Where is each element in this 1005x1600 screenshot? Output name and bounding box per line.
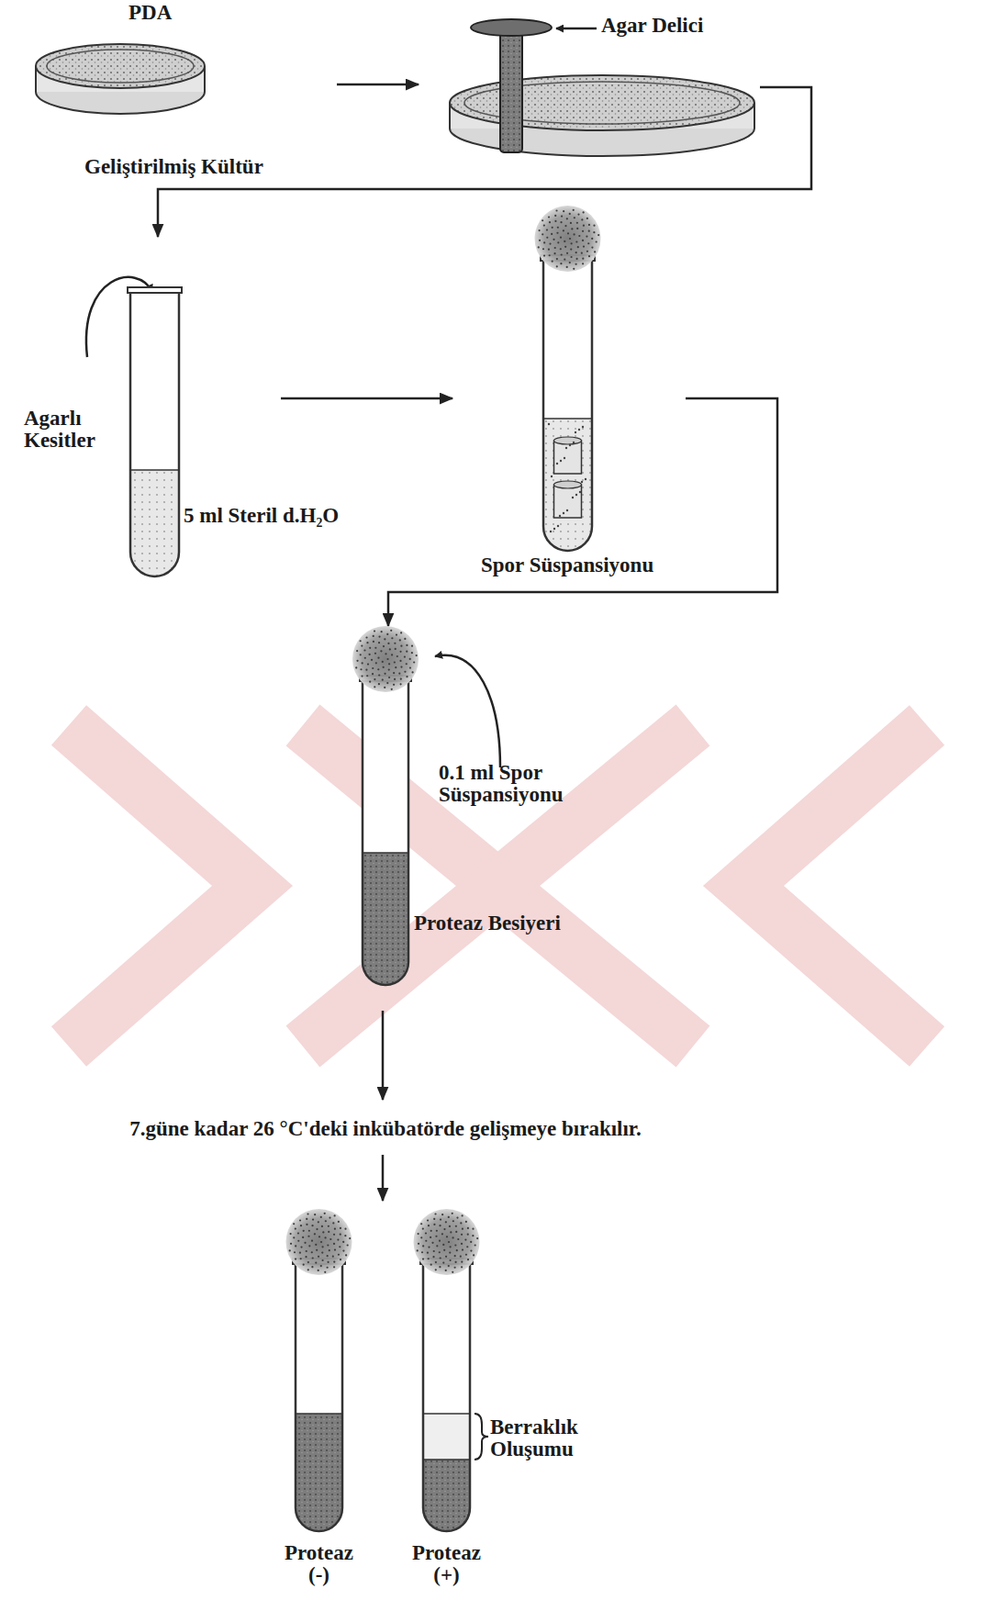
test-tube [413, 1208, 481, 1535]
step-label: 7.güne kadar 26 °C'deki inkübatörde geli… [27, 1117, 744, 1140]
flow-arrows [86, 84, 812, 1460]
test-tube [352, 625, 419, 989]
step-label: 0.1 ml Spor Süspansiyonu [438, 761, 577, 806]
step-label: 5 ml Steril d.H₂O [183, 504, 339, 527]
test-tube [127, 287, 182, 581]
test-tube [535, 205, 602, 555]
test-tubes [127, 205, 602, 1535]
watermark [68, 725, 927, 1047]
step-label: Spor Süspansiyonu [480, 554, 654, 577]
step-label: Agarlı Kesitler [23, 407, 96, 452]
step-label: Berraklık Oluşumu [490, 1416, 579, 1461]
step-label: Agar Delici [601, 14, 704, 37]
step-label: Proteaz (+) [412, 1541, 481, 1586]
step-label: Geliştirilmiş Kültür [84, 156, 264, 179]
step-label: Proteaz (-) [284, 1541, 354, 1586]
test-tube [286, 1208, 353, 1535]
step-label: PDA [128, 1, 172, 24]
step-label: Proteaz Besiyeri [413, 912, 561, 935]
petri-dish-culture [35, 44, 205, 114]
petri-dish-borer [449, 19, 755, 157]
